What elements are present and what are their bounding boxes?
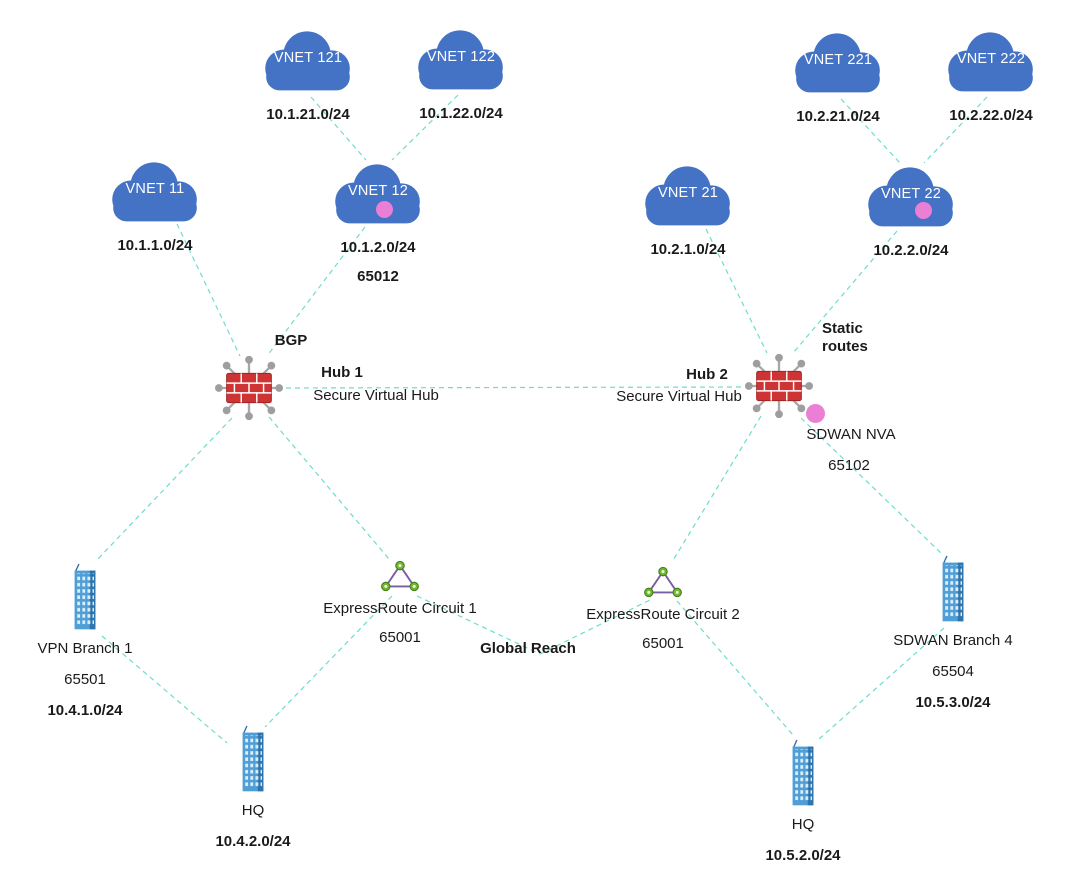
vnet-asn: 65012 [357,268,399,285]
vnet-12-node: VNET 12 10.1.2.0/24 65012 [313,155,443,285]
link-vnet122-vnet12 [391,94,459,161]
hub2-subtitle: Secure Virtual Hub [616,388,742,405]
vnet-cidr: 10.2.22.0/24 [949,107,1033,124]
link-hub2-circuit2 [671,415,762,563]
expressroute-circuit-1-node: ExpressRoute Circuit 1 65001 [315,558,485,646]
expressroute-icon [380,560,420,592]
cloud-icon: VNET 121 [250,22,366,94]
global-reach-label: Global Reach [480,640,576,657]
hub2-nva-asn: 65102 [828,457,870,474]
link-vpnbranch1-hq-left [101,635,228,744]
vnet-122-node: VNET 122 10.1.22.0/24 [396,21,526,122]
vnet-cidr: 10.1.22.0/24 [419,105,503,122]
link-hub1-hub2 [285,386,743,389]
vnet-name: VNET 11 [125,181,185,197]
site-asn: 65501 [64,671,106,688]
firewall-icon [743,352,815,420]
hub2-nva-name: SDWAN NVA [806,426,896,443]
firewall-icon [213,354,285,422]
sdwan-branch-4-node: SDWAN Branch 4 65504 10.5.3.0/24 [891,555,1015,711]
site-cidr: 10.4.2.0/24 [215,833,291,850]
circuit-name: ExpressRoute Circuit 2 [586,606,740,623]
vnet-cidr: 10.2.2.0/24 [873,242,949,259]
link-sdwanbranch4-hq-right [817,627,945,741]
cloud-icon: VNET 21 [630,157,746,229]
vnet-name: VNET 222 [956,51,1026,67]
hub2-title: Hub 2 [686,366,728,383]
expressroute-icon [643,566,683,598]
building-icon [941,555,965,622]
site-cidr: 10.5.2.0/24 [765,847,841,864]
vnet-cidr: 10.2.21.0/24 [796,108,880,125]
link-hub1-circuit1 [268,416,390,560]
cloud-icon: VNET 222 [933,23,1049,95]
hub2-routing-label: Static routes [822,320,868,355]
site-asn: 65504 [932,663,974,680]
vnet-21-node: VNET 21 10.2.1.0/24 [623,157,753,258]
vnet-11-node: VNET 11 10.1.1.0/24 [90,153,220,254]
vnet-name: VNET 12 [348,183,408,199]
cloud-icon: VNET 221 [780,24,896,96]
hub1-subtitle: Secure Virtual Hub [313,387,439,404]
building-icon [73,563,97,630]
site-name: VPN Branch 1 [37,640,133,657]
vnet-22-node: VNET 22 10.2.2.0/24 [846,158,976,259]
link-vnet222-vnet22 [923,96,988,164]
circuit-name: ExpressRoute Circuit 1 [323,600,477,617]
link-circuit1-hq-left [264,595,393,728]
link-vnet12-hub1 [266,226,366,357]
hub2-icon [743,351,815,426]
link-hub1-vpnbranch1 [95,417,233,562]
site-cidr: 10.5.3.0/24 [915,694,991,711]
vnet-cidr: 10.1.21.0/24 [266,106,350,123]
expressroute-circuit-2-node: ExpressRoute Circuit 2 65001 [578,564,748,652]
circuit-asn: 65001 [642,635,684,652]
cloud-icon: VNET 22 [853,158,969,230]
vpn-branch-1-node: VPN Branch 1 65501 10.4.1.0/24 [23,563,147,719]
cloud-icon: VNET 122 [403,21,519,93]
hub1-icon [213,353,285,428]
nva-dot [376,201,393,218]
hq-left-node: HQ 10.4.2.0/24 [191,725,315,850]
vnet-222-node: VNET 222 10.2.22.0/24 [926,23,1056,124]
link-hub2-sdwanbranch4 [800,417,943,555]
cloud-icon: VNET 12 [320,155,436,227]
building-icon [241,725,265,792]
link-vnet121-vnet12 [310,96,367,161]
circuit-asn: 65001 [379,629,421,646]
building-icon [791,739,815,806]
site-name: HQ [241,802,265,819]
link-global-reach-a [416,595,541,655]
link-vnet11-hub1 [176,223,241,357]
link-vnet221-vnet22 [840,98,901,164]
nva-dot [806,404,825,423]
vnet-121-node: VNET 121 10.1.21.0/24 [243,22,373,123]
vnet-cidr: 10.1.1.0/24 [117,237,193,254]
vnet-221-node: VNET 221 10.2.21.0/24 [773,24,903,125]
vnet-cidr: 10.2.1.0/24 [650,241,726,258]
vnet-name: VNET 21 [658,185,718,201]
nva-dot [915,202,932,219]
vnet-name: VNET 122 [426,49,496,65]
vnet-name: VNET 221 [803,52,873,68]
hub1-routing-label: BGP [274,332,308,349]
vnet-name: VNET 22 [881,186,941,202]
vnet-name: VNET 121 [273,50,343,66]
site-cidr: 10.4.1.0/24 [47,702,123,719]
site-name: HQ [791,816,815,833]
link-global-reach-b [539,599,651,655]
vnet-cidr: 10.1.2.0/24 [340,239,416,256]
hub1-title: Hub 1 [321,364,363,381]
hq-right-node: HQ 10.5.2.0/24 [741,739,865,864]
site-name: SDWAN Branch 4 [893,632,1013,649]
cloud-icon: VNET 11 [97,153,213,225]
link-circuit2-hq-right [676,600,794,736]
